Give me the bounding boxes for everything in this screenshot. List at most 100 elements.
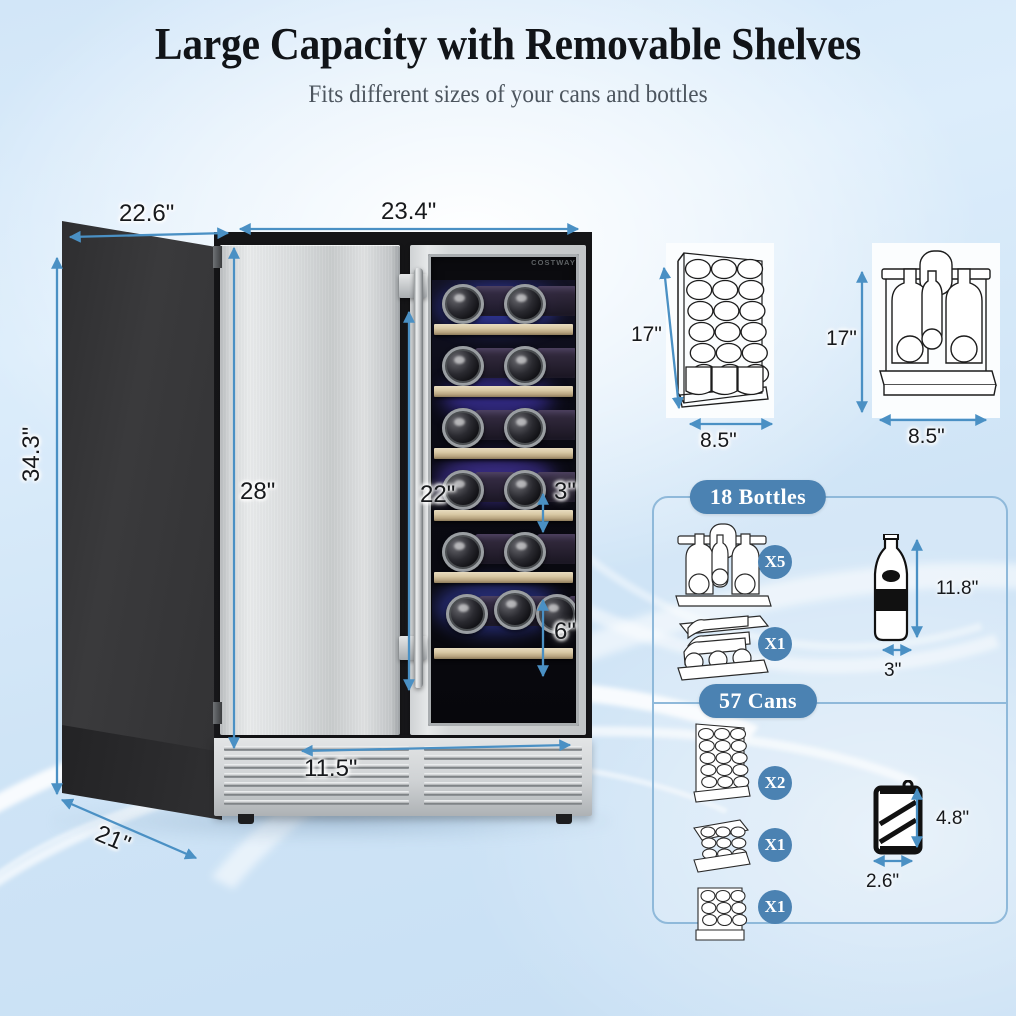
- can-rack-short-qty: X1: [758, 890, 792, 924]
- bottle-highlight: [515, 480, 527, 489]
- can-top: [699, 751, 716, 765]
- can-top: [697, 727, 715, 741]
- can-top: [739, 300, 766, 322]
- can-rack-sketch: [666, 243, 774, 418]
- can-top: [716, 763, 733, 777]
- wine-bottle: [440, 530, 486, 574]
- page-subtitle: Fits different sizes of your cans and bo…: [308, 81, 708, 108]
- brand-logo: COSTWAY: [531, 258, 576, 267]
- wine-bottle-row: [432, 342, 575, 394]
- header: Large Capacity with Removable Shelves Fi…: [0, 18, 1016, 109]
- can-top: [684, 258, 712, 280]
- foot-left: [238, 814, 254, 824]
- can-top: [730, 889, 746, 903]
- hinge-bottom-left: [213, 702, 222, 724]
- can-rack-tall-qty: X2: [758, 766, 792, 800]
- bottle-highlight: [453, 418, 465, 427]
- can-rack-angled-sketch: [686, 816, 756, 885]
- dim-label-glass-door-width: 11.5": [304, 755, 358, 782]
- bottle-highlight: [453, 356, 465, 365]
- bottle-highlight: [515, 418, 527, 427]
- can-top: [731, 751, 748, 765]
- solid-door: [220, 245, 400, 735]
- bottle-rack-upright-qty: X5: [758, 545, 792, 579]
- vent-slat: [224, 773, 409, 778]
- sketch-can-width-label: 8.5": [700, 429, 737, 452]
- wooden-shelf: [434, 572, 573, 583]
- bottle-height-label: 11.8": [936, 578, 979, 599]
- can-top: [702, 913, 718, 927]
- can-width-label: 2.6": [866, 871, 900, 892]
- page-title: Large Capacity with Removable Shelves: [154, 19, 862, 69]
- bottle-rack-flat-sketch: [672, 604, 774, 687]
- dim-label-depth-top: 22.6": [119, 200, 175, 227]
- can-top: [713, 300, 740, 322]
- can-top: [688, 321, 715, 343]
- can-top: [701, 775, 718, 789]
- vent-slat: [424, 782, 582, 787]
- can-top: [717, 775, 734, 789]
- cans-title-badge: 57 Cans: [699, 684, 817, 718]
- wine-bottle: [502, 406, 548, 450]
- vent-slat: [424, 791, 582, 796]
- panel-divider: [654, 702, 1006, 704]
- dim-label-shelf-gap-large: 6": [554, 618, 576, 645]
- vent-slat: [424, 764, 582, 769]
- can-top: [701, 901, 717, 915]
- vent-slat: [224, 800, 409, 805]
- vent-grille-right: [424, 746, 582, 808]
- wine-bottle: [440, 282, 486, 326]
- can-top: [698, 739, 715, 753]
- can-top: [740, 321, 767, 343]
- sketch-bottle-width-label: 8.5": [908, 425, 945, 448]
- can-top: [738, 279, 765, 301]
- wine-cooler-illustration: COSTWAY: [52, 220, 612, 844]
- bottle-highlight: [515, 356, 527, 365]
- can-body: [737, 366, 764, 396]
- can-top: [731, 837, 747, 849]
- vent-slat: [424, 755, 582, 760]
- vent-slat: [224, 755, 409, 760]
- can-top: [715, 826, 731, 838]
- can-body: [711, 366, 738, 396]
- can-rack-angled-qty: X1: [758, 828, 792, 862]
- bottle-highlight: [515, 294, 527, 303]
- wooden-shelf: [434, 448, 573, 459]
- wine-bottle: [502, 468, 548, 512]
- can-top: [700, 763, 717, 777]
- can-top: [732, 913, 748, 927]
- can-figure: [872, 779, 924, 865]
- bottle-highlight: [453, 542, 465, 551]
- wine-bottle: [440, 406, 486, 450]
- vent-slat: [224, 791, 409, 796]
- wooden-shelf: [434, 510, 573, 521]
- can-rack-short-sketch: [686, 884, 756, 951]
- can-top: [730, 826, 746, 838]
- can-top: [731, 901, 747, 915]
- vent-slat: [424, 746, 582, 751]
- can-top: [716, 837, 732, 849]
- dim-label-shelf-gap-small: 3": [554, 478, 576, 505]
- can-top: [700, 826, 716, 838]
- can-height-label: 4.8": [936, 808, 970, 829]
- wine-bottle: [502, 344, 548, 388]
- bottle-rack-sketch: [872, 243, 1000, 418]
- bottle-highlight: [453, 294, 465, 303]
- wooden-shelf: [434, 648, 573, 659]
- wine-bottle: [492, 588, 538, 632]
- door-handle: [414, 268, 423, 688]
- bottle-highlight: [515, 542, 527, 551]
- cabinet-left-side: [62, 220, 222, 789]
- can-top: [732, 763, 749, 777]
- foot-right: [556, 814, 572, 824]
- vent-slat: [224, 782, 409, 787]
- vent-slat: [424, 800, 582, 805]
- can-top: [741, 342, 768, 364]
- wine-compartment-interior: [432, 280, 575, 722]
- can-top: [700, 889, 716, 903]
- can-top: [714, 321, 741, 343]
- can-top: [701, 837, 717, 849]
- glass-door-frame: [428, 254, 579, 726]
- hinge-top-left: [213, 246, 222, 268]
